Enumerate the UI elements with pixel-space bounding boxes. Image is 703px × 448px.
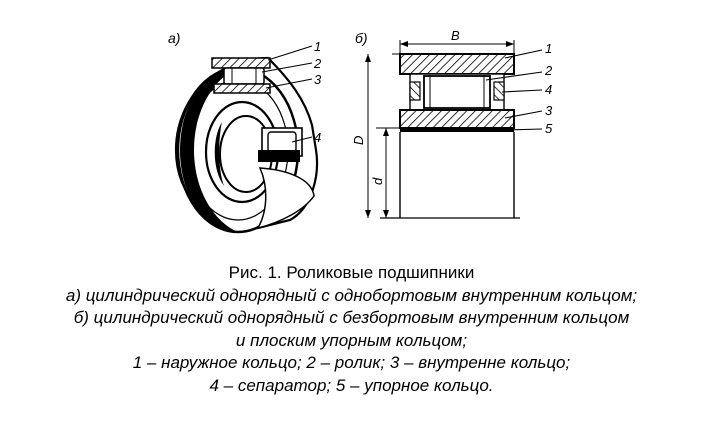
callout-b-1: 1	[545, 41, 552, 56]
outer-ring-section	[211, 57, 271, 69]
roller-visible	[267, 131, 297, 153]
caption-line-b1: б) цилиндрический однорядный с безбортов…	[73, 308, 630, 327]
caption-legend-1: 1 – наружное кольцо; 2 – ролик; 3 – внут…	[132, 353, 571, 372]
dim-outer-label: D	[351, 136, 366, 145]
inner-ring-section	[213, 83, 271, 94]
caption-line-a: а) цилиндрический однорядный с одноборто…	[65, 285, 638, 305]
callout-b-4: 4	[545, 82, 552, 97]
caption-title: Рис. 1. Роликовые подшипники	[228, 263, 475, 282]
outer-ring-shadow	[180, 68, 238, 232]
callout-b-5: 5	[545, 121, 553, 136]
callout-b-2: 2	[544, 63, 553, 78]
dim-inner-label: d	[370, 177, 385, 185]
dim-width-label: B	[451, 28, 460, 43]
bore-shadow	[214, 122, 224, 186]
b-inner-ring	[399, 109, 515, 129]
roller-shadow	[258, 150, 300, 162]
bearing-drawings: а) 1 2 3 4	[168, 28, 553, 234]
panel-b-drawing: б) B D d	[351, 28, 553, 219]
caption-line-b2: и плоским упорным кольцом;	[235, 330, 468, 350]
callout-a-3: 3	[314, 72, 322, 87]
callout-a-1: 1	[314, 39, 321, 54]
b-cage-left	[409, 81, 421, 101]
b-cage-right	[493, 81, 505, 101]
callout-a-2: 2	[313, 56, 322, 71]
outer-ring-side	[256, 167, 315, 230]
figure-caption: Рис. 1. Роликовые подшипники а) цилиндри…	[0, 262, 703, 397]
b-outer-ring	[399, 53, 515, 75]
panel-a-drawing: а) 1 2 3 4	[168, 30, 322, 234]
caption-legend-2: 4 – сепаратор; 5 – упорное кольцо.	[209, 375, 494, 395]
b-roller	[423, 75, 491, 109]
roller-section	[223, 67, 265, 85]
callout-b-3: 3	[545, 103, 553, 118]
b-thrust-ring	[400, 128, 514, 132]
panel-b-label: б)	[355, 30, 368, 46]
callout-a-4: 4	[314, 130, 321, 145]
panel-a-label: а)	[168, 30, 180, 46]
